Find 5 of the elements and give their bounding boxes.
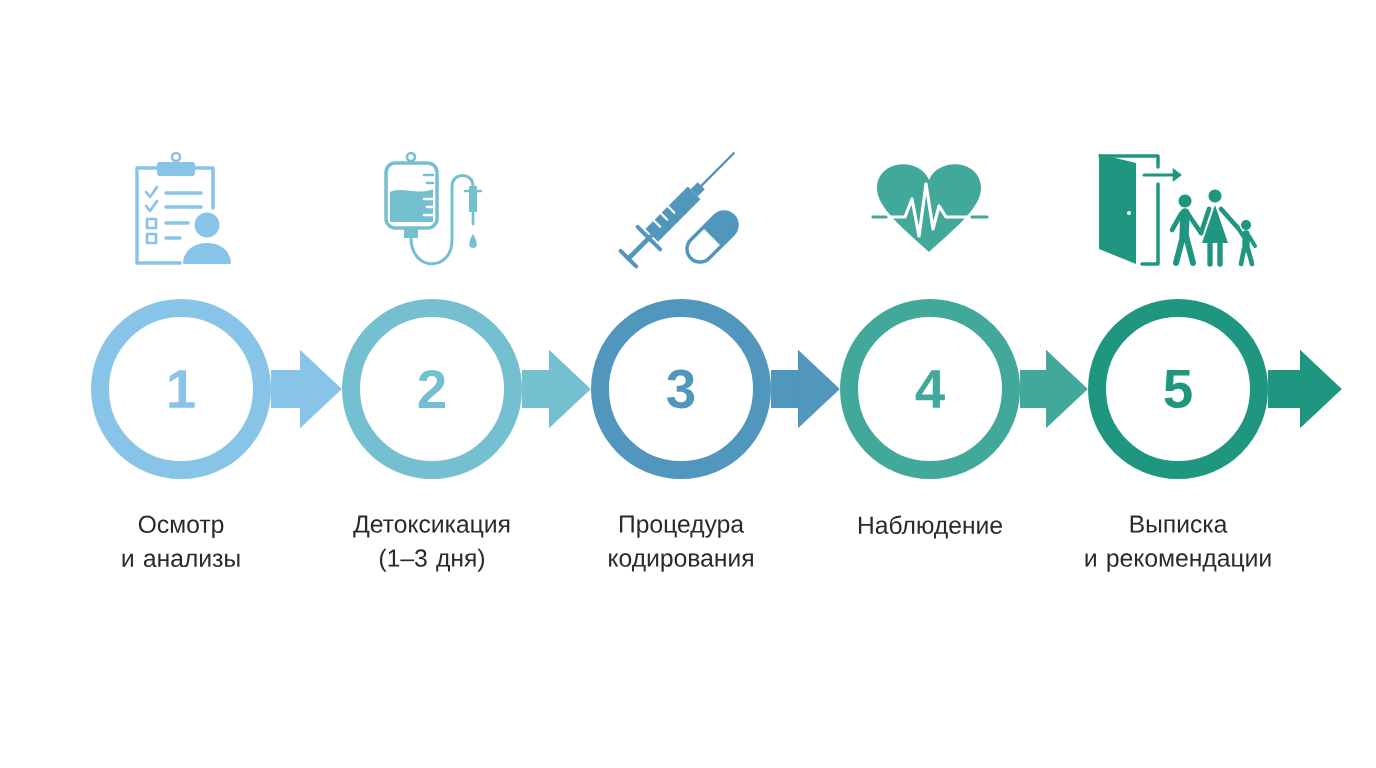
- step-label: Наблюдение: [859, 515, 1002, 539]
- step-label: Детоксикация (1–3 дня): [353, 515, 510, 572]
- step-label: Процедура кодирования: [609, 515, 753, 572]
- step-label: Выписка и рекомендации: [1085, 515, 1271, 572]
- step-label: Осмотр и анализы: [122, 515, 240, 568]
